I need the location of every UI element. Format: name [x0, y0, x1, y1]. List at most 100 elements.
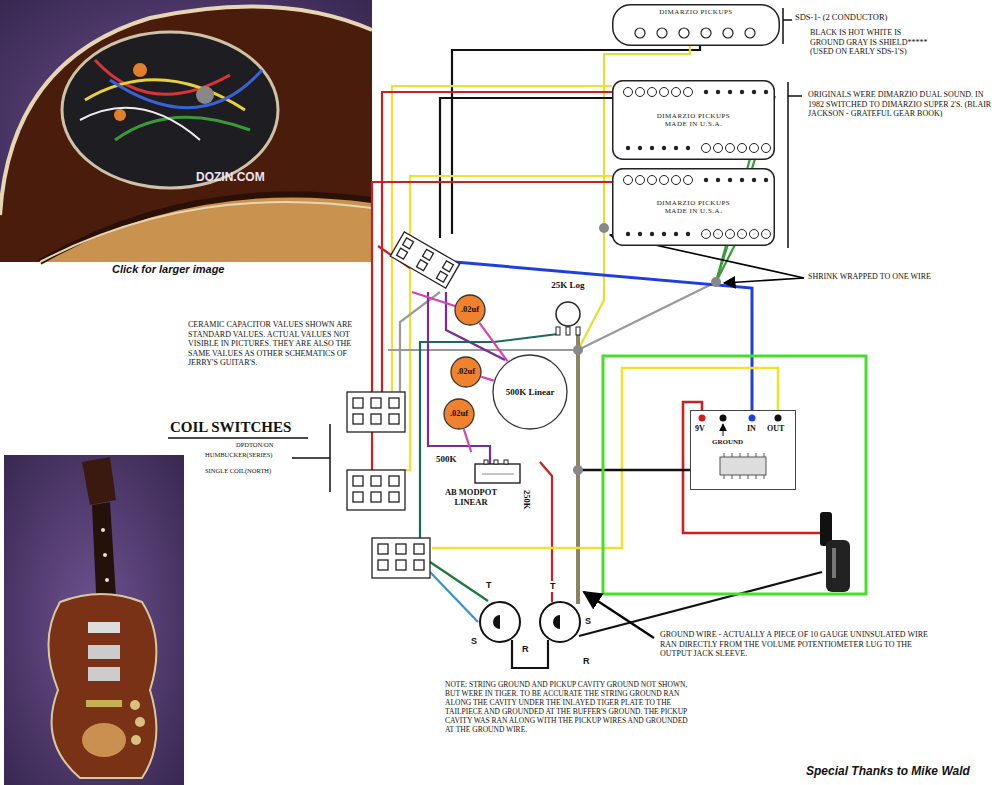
- coil-switch: [347, 232, 460, 578]
- guitar-photo: [4, 455, 184, 785]
- note-text: SDS-1- (2 CONDUCTOR): [795, 12, 887, 22]
- node-outline: [636, 88, 645, 97]
- cavity-photo: [80, 108, 200, 140]
- capacitor-value: .02uf: [450, 409, 468, 419]
- node-outline: [740, 90, 744, 94]
- node-outline: [702, 144, 711, 153]
- node-outline: [576, 327, 580, 335]
- pickup-wires: [400, 176, 612, 470]
- pickup-wires: [683, 402, 822, 533]
- jack-lug: R: [582, 656, 591, 667]
- node-outline: [638, 146, 642, 150]
- node-outline: [724, 453, 725, 457]
- jack-lug: T: [549, 581, 557, 592]
- node-outline: [762, 230, 771, 239]
- cavity-photo: [0, 6, 372, 215]
- cavity-photo: [115, 117, 250, 140]
- node-outline: [613, 5, 780, 46]
- cavity-photo: [0, 0, 372, 262]
- node-outline: [740, 453, 741, 457]
- node-outline: [626, 232, 630, 236]
- guitar-photo: [101, 528, 105, 532]
- node-outline: [704, 90, 708, 94]
- coil-switch: [414, 544, 424, 554]
- node-outline: [482, 474, 514, 475]
- node-outline: [720, 415, 727, 422]
- pin-label: IN: [747, 424, 756, 433]
- node-outline: [756, 453, 757, 457]
- coil-switch: [378, 560, 388, 570]
- buffer-enclosure: [603, 356, 866, 594]
- jack-lug: S: [584, 616, 592, 627]
- leader-line: [584, 592, 654, 638]
- jack-lug: S: [470, 636, 478, 647]
- node-outline: [626, 146, 630, 150]
- node-outline: [451, 357, 481, 387]
- node-outline: [624, 176, 633, 185]
- shrink-wrap-dot: [573, 345, 583, 355]
- node-outline: [662, 232, 666, 236]
- switch-mode: SINGLE COIL(NORTH): [205, 467, 271, 475]
- jack-lug: T: [485, 580, 493, 591]
- node-outline: [720, 457, 766, 475]
- pot-value: AB MODPOT LINEAR: [438, 488, 504, 508]
- pickup-wires: [412, 292, 455, 306]
- buffer-enclosure: [603, 356, 866, 594]
- node-outline: [748, 475, 749, 479]
- node-outline: [732, 475, 733, 479]
- node-outline: [686, 232, 690, 236]
- node-outline: [691, 411, 796, 490]
- pin-label: GROUND: [712, 438, 743, 446]
- guitar-photo: [88, 645, 120, 659]
- coil-switch: [378, 544, 388, 554]
- coil-switch: [371, 398, 381, 408]
- node-outline: [702, 230, 711, 239]
- node-outline: [764, 90, 768, 94]
- cavity-photo: [0, 0, 372, 262]
- pot-value: 500K Linear: [506, 387, 555, 397]
- coil-switch: [390, 232, 459, 288]
- node-outline: [650, 146, 654, 150]
- note-text: GROUND WIRE - ACTUALLY A PIECE OF 10 GAU…: [660, 630, 940, 659]
- switch-mode: HUMBUCKER(SERIES): [205, 451, 273, 459]
- coil-switch: [436, 271, 447, 282]
- node-outline: [724, 475, 725, 479]
- coil-switch: [389, 398, 399, 408]
- coil-switch: [347, 470, 405, 510]
- node-outline: [674, 232, 678, 236]
- node-outline: [690, 410, 796, 490]
- coil-switch: [414, 560, 424, 570]
- note-text: ORIGINALS WERE DIMARZIO DUAL SOUND. IN 1…: [808, 90, 1000, 119]
- switch-type: DPDTON/ON: [236, 441, 273, 449]
- node-outline: [750, 230, 759, 239]
- capacitor-wire: [481, 377, 493, 381]
- output-jack: [553, 615, 560, 629]
- cavity-photo: [133, 63, 147, 77]
- cavity-photo: [40, 202, 372, 262]
- node-outline: [728, 178, 732, 182]
- node-outline: [684, 176, 693, 185]
- battery-jack: [832, 548, 836, 578]
- coil-switch: [396, 560, 406, 570]
- cavity-photo: [62, 32, 278, 188]
- node-outline: [455, 295, 485, 325]
- node-outline: [740, 475, 741, 479]
- node-outline: [752, 178, 756, 182]
- node-outline: [624, 88, 633, 97]
- guitar-photo: [103, 553, 107, 557]
- node-outline: [650, 232, 654, 236]
- coil-switch: [389, 414, 399, 424]
- leader-line: [584, 235, 804, 638]
- node-outline: [749, 415, 756, 422]
- node-outline: [613, 81, 775, 160]
- node-outline: [566, 327, 570, 335]
- bracket: [168, 8, 802, 492]
- pot-value: 500K: [436, 454, 457, 464]
- cavity-photo: [110, 70, 262, 108]
- node-outline: [732, 453, 733, 457]
- cavity-photo: [40, 194, 372, 262]
- node-outline: [764, 453, 765, 457]
- coil-switch: [371, 476, 381, 486]
- node-outline: [738, 230, 747, 239]
